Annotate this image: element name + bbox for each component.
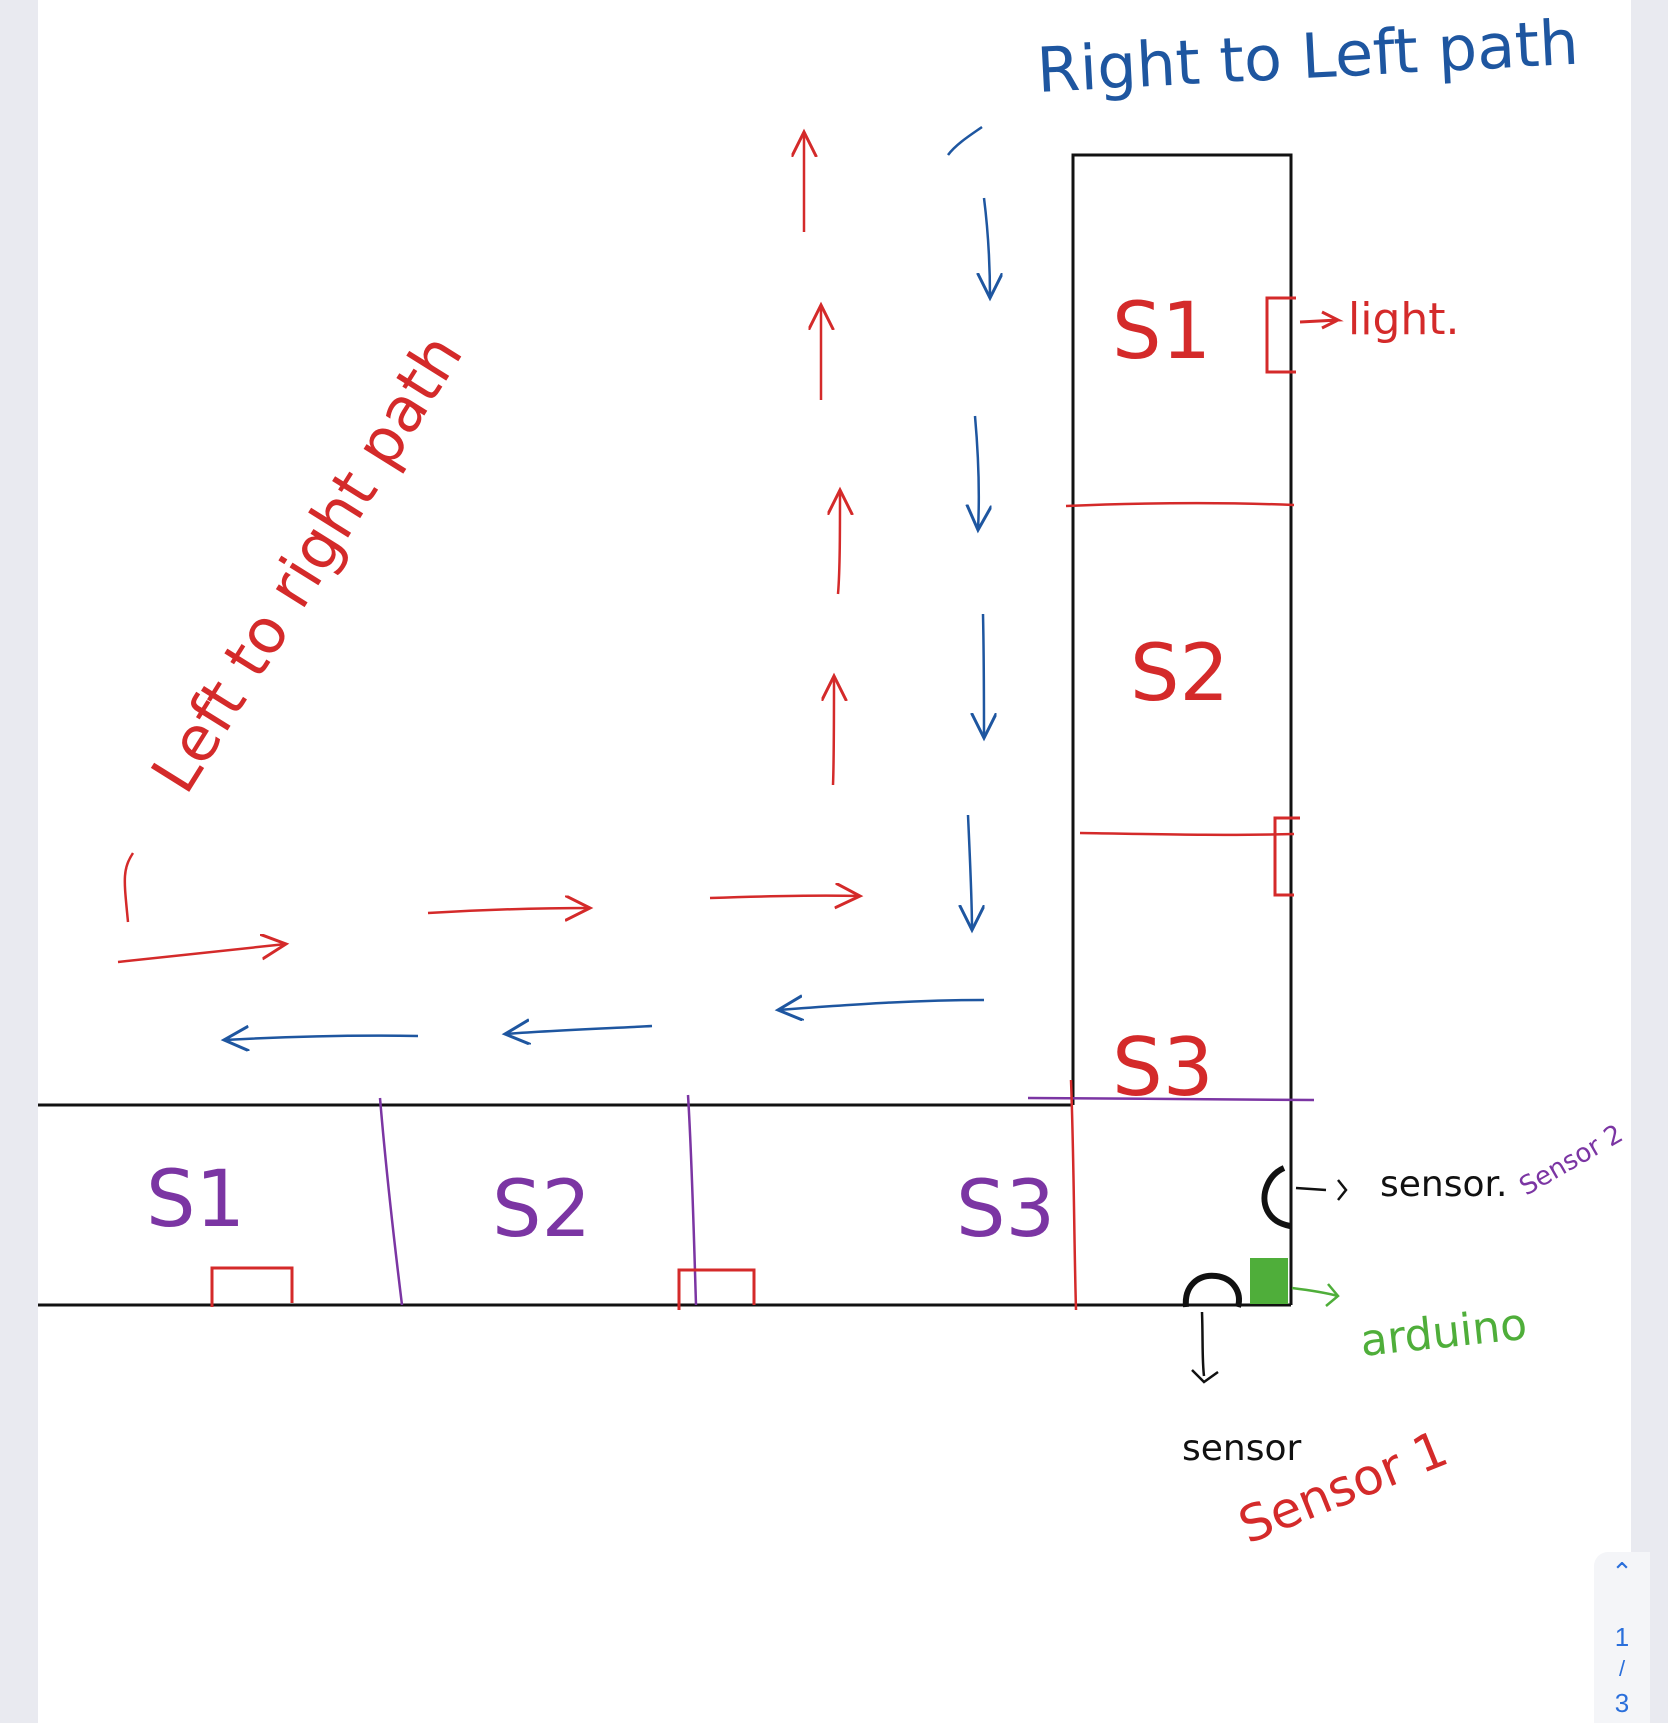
total-page-count: 3 — [1614, 1688, 1630, 1718]
right-to-left-path-label: Right to Left path — [1035, 6, 1580, 107]
horizontal-s2-label: S2 — [492, 1165, 591, 1255]
arduino-label: arduino — [1358, 1299, 1530, 1367]
sensor-2-icon — [1261, 1165, 1291, 1229]
page-separator: / — [1618, 1656, 1626, 1681]
arduino-icon — [1250, 1258, 1288, 1304]
current-page-number: 1 — [1614, 1622, 1630, 1652]
sensor-markers — [1182, 1165, 1291, 1308]
light-markers — [210, 296, 1344, 1310]
track-outline — [38, 153, 1293, 1307]
light-leader — [1299, 310, 1344, 330]
note-page: Right to Left path Left to right path S1… — [38, 0, 1631, 1723]
left-to-right-path-label: Left to right path — [137, 321, 477, 805]
s3-red-divider — [1069, 1079, 1078, 1311]
page-indicator: ⌃ 1 / 3 — [1594, 1552, 1650, 1723]
vertical-s1-label: S1 — [1112, 287, 1211, 377]
vertical-track-outline — [1071, 153, 1293, 1305]
horizontal-section-dividers — [378, 1094, 1315, 1306]
vertical-s2-label: S2 — [1130, 629, 1229, 719]
sensor-leaders — [1191, 1179, 1348, 1384]
track-diagram: Right to Left path Left to right path S1… — [38, 6, 1629, 1555]
left-to-right-path-arrows — [117, 132, 860, 964]
vertical-section-dividers — [1065, 501, 1295, 837]
light-marker-horizontal-s1 — [210, 1266, 294, 1307]
light-label: light. — [1348, 294, 1460, 345]
light-marker-vertical-s2 — [1273, 816, 1300, 897]
vertical-s3-label: S3 — [1112, 1021, 1214, 1114]
horizontal-s3-label: S3 — [956, 1165, 1055, 1255]
right-to-left-path-arrows — [224, 125, 990, 1040]
sensor-2-note: Sensor 2 — [1515, 1119, 1629, 1202]
light-marker-vertical-s1 — [1265, 296, 1296, 374]
sensor-2-label: sensor. — [1380, 1164, 1507, 1205]
sensor-1-label: sensor — [1182, 1428, 1302, 1469]
arduino-leader — [1291, 1283, 1340, 1307]
light-marker-horizontal-s2 — [677, 1268, 756, 1310]
horizontal-s1-label: S1 — [146, 1155, 245, 1245]
chevron-up-icon[interactable]: ⌃ — [1611, 1558, 1633, 1588]
sensor-1-icon — [1182, 1272, 1242, 1308]
